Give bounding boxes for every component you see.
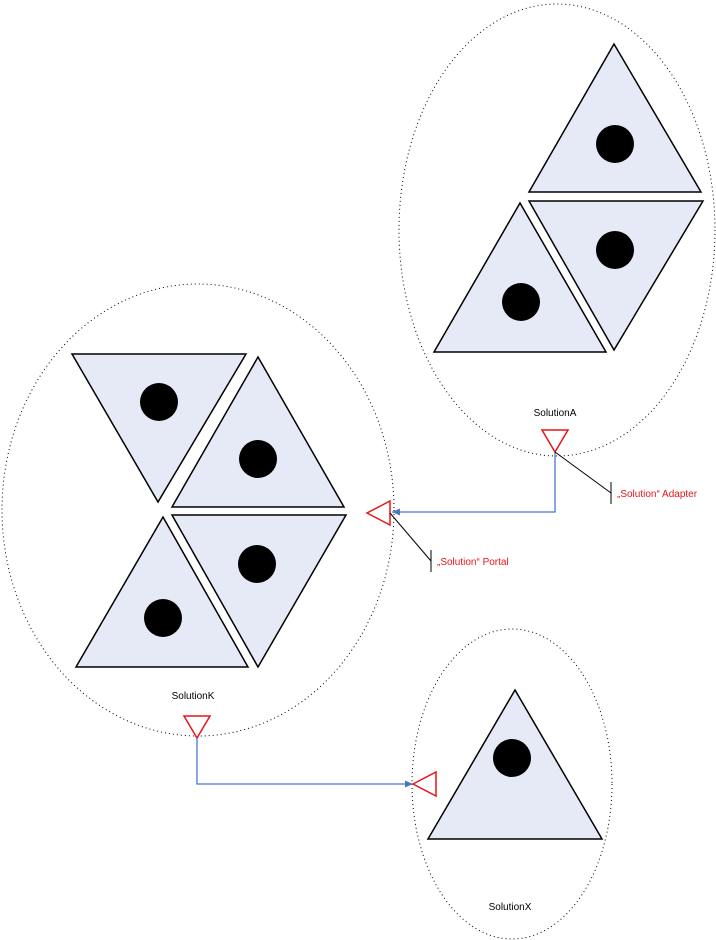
- solution-a-boundary: [398, 3, 716, 457]
- solution-k-component-1: [70, 353, 248, 504]
- solution-k-node-3: [238, 545, 276, 583]
- solution-x-group: SolutionX: [411, 628, 613, 940]
- solution-k-adapter-port: [182, 715, 212, 740]
- solution-a-adapter-port: [540, 429, 570, 454]
- solution-k-component-2: [170, 355, 346, 508]
- solution-k-boundary: [1, 283, 395, 737]
- adapter-callout: „Solution“ Adapter: [554, 451, 698, 504]
- solution-a-node-1: [596, 125, 634, 163]
- solution-k-label: SolutionK: [172, 691, 215, 702]
- adapter-callout-label: „Solution“ Adapter: [617, 489, 698, 500]
- solution-k-node-1: [140, 383, 178, 421]
- solution-k-node-2: [239, 440, 277, 478]
- solution-a-component-3: [432, 201, 608, 353]
- solution-a-label: SolutionA: [534, 408, 577, 419]
- solution-k-group: SolutionK: [1, 283, 395, 740]
- solution-k-node-4: [144, 599, 182, 637]
- portal-callout-leader: [389, 512, 432, 562]
- portal-callout: „Solution“ Portal: [389, 512, 509, 572]
- solution-a-node-3: [502, 283, 540, 321]
- solution-a-component-1: [527, 42, 703, 193]
- solution-k-component-4: [74, 515, 250, 668]
- connection-a-to-k: [392, 452, 556, 513]
- solution-x-label: SolutionX: [489, 902, 532, 913]
- adapter-callout-leader: [554, 451, 612, 494]
- solution-a-component-2: [527, 200, 705, 352]
- portal-callout-label: „Solution“ Portal: [437, 557, 509, 568]
- solution-a-group: SolutionA: [398, 3, 716, 457]
- solution-x-node-1: [493, 739, 531, 777]
- solution-k-portal-port: [365, 499, 391, 527]
- connection-k-to-x-arrowhead: [405, 780, 413, 788]
- solution-a-node-2: [596, 231, 634, 269]
- solution-x-portal-port: [411, 770, 437, 798]
- solution-k-component-3: [170, 514, 348, 669]
- connection-a-to-k-arrowhead: [392, 508, 400, 516]
- connection-k-to-x: [196, 738, 413, 785]
